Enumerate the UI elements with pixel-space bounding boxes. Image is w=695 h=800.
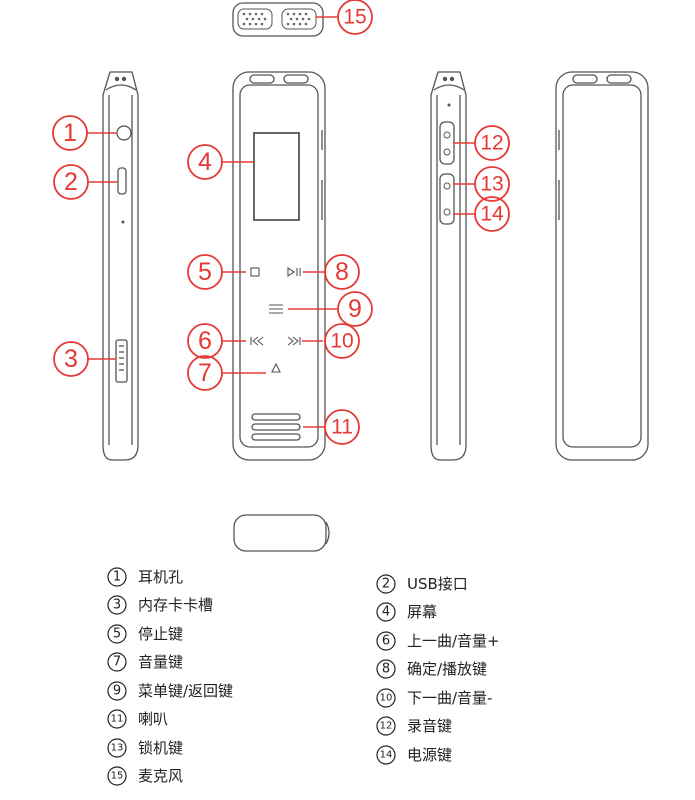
- speaker-grille: [251, 413, 301, 441]
- callout-5: 5: [198, 258, 212, 286]
- legend-label-10: 下一曲/音量-: [407, 689, 492, 707]
- prev-button-glyph: [250, 336, 264, 346]
- legend-label-15: 麦克风: [138, 767, 183, 785]
- legend-num-14: 14: [380, 750, 393, 761]
- callout-4: 4: [198, 148, 212, 176]
- callout-6: 6: [198, 327, 212, 355]
- legend-num-7: 7: [113, 655, 121, 670]
- callout-15: 15: [343, 6, 366, 29]
- stop-button-glyph: [250, 267, 260, 277]
- play-button-glyph: [287, 266, 301, 278]
- legend-label-11: 喇叭: [138, 710, 168, 728]
- legend-num-12: 12: [380, 721, 393, 732]
- callout-9: 9: [348, 295, 362, 323]
- legend-num-5: 5: [113, 627, 121, 642]
- left-side-view: [102, 71, 139, 461]
- legend-num-4: 4: [382, 605, 390, 620]
- legend-num-10: 10: [380, 693, 393, 704]
- legend-num-15: 15: [111, 771, 124, 782]
- legend-label-14: 电源键: [407, 746, 452, 764]
- legend-label-2: USB接口: [407, 575, 468, 593]
- legend-label-3: 内存卡卡槽: [138, 596, 213, 614]
- callout-1: 1: [63, 119, 77, 147]
- callout-8: 8: [335, 258, 349, 286]
- legend-num-6: 6: [382, 634, 390, 649]
- record-switch: [439, 121, 455, 165]
- legend-num-11: 11: [111, 714, 124, 725]
- lock-power-buttons: [439, 173, 455, 225]
- legend-num-2: 2: [382, 577, 390, 592]
- callout-3: 3: [64, 345, 78, 373]
- volume-button-glyph: [271, 362, 281, 373]
- legend-label-4: 屏幕: [407, 603, 437, 621]
- top-view: [232, 2, 324, 37]
- callout-14: 14: [480, 203, 504, 226]
- callout-2: 2: [64, 168, 78, 196]
- legend-num-3: 3: [113, 598, 121, 613]
- legend: 1 耳机孔 2 USB接口 3 内存卡卡槽 4 屏幕 5 停止键 6 上一曲/音…: [107, 567, 500, 786]
- front-view: [232, 71, 326, 461]
- legend-num-9: 9: [113, 684, 121, 699]
- legend-num-1: 1: [113, 570, 121, 585]
- bottom-view: [233, 514, 330, 552]
- back-view: [555, 71, 649, 461]
- legend-label-5: 停止键: [138, 625, 183, 643]
- mic-holes: [242, 12, 311, 26]
- callout-7: 7: [198, 359, 212, 387]
- right-side-view: [430, 71, 467, 461]
- legend-label-9: 菜单键/返回键: [138, 682, 233, 700]
- usb-port: [117, 167, 127, 195]
- legend-label-1: 耳机孔: [138, 568, 183, 586]
- headphone-jack: [116, 125, 132, 141]
- legend-label-6: 上一曲/音量+: [407, 632, 500, 650]
- card-slot: [115, 339, 128, 383]
- menu-button-glyph: [269, 304, 283, 314]
- legend-label-13: 锁机键: [138, 739, 183, 757]
- legend-num-13: 13: [111, 743, 124, 754]
- callout-11: 11: [331, 416, 353, 439]
- callout-12: 12: [480, 132, 503, 155]
- screen: [253, 132, 300, 221]
- callout-leaders: [87, 16, 475, 428]
- next-button-glyph: [287, 336, 301, 346]
- callout-numbers: 1 2 3 4 5 6 7 8 9 10 11 12 13 14 15: [63, 6, 504, 439]
- legend-label-12: 录音键: [407, 717, 452, 735]
- legend-label-7: 音量键: [138, 653, 183, 671]
- callout-13: 13: [480, 173, 503, 196]
- legend-label-8: 确定/播放键: [407, 660, 487, 678]
- legend-num-8: 8: [382, 662, 390, 677]
- callout-10: 10: [330, 330, 353, 353]
